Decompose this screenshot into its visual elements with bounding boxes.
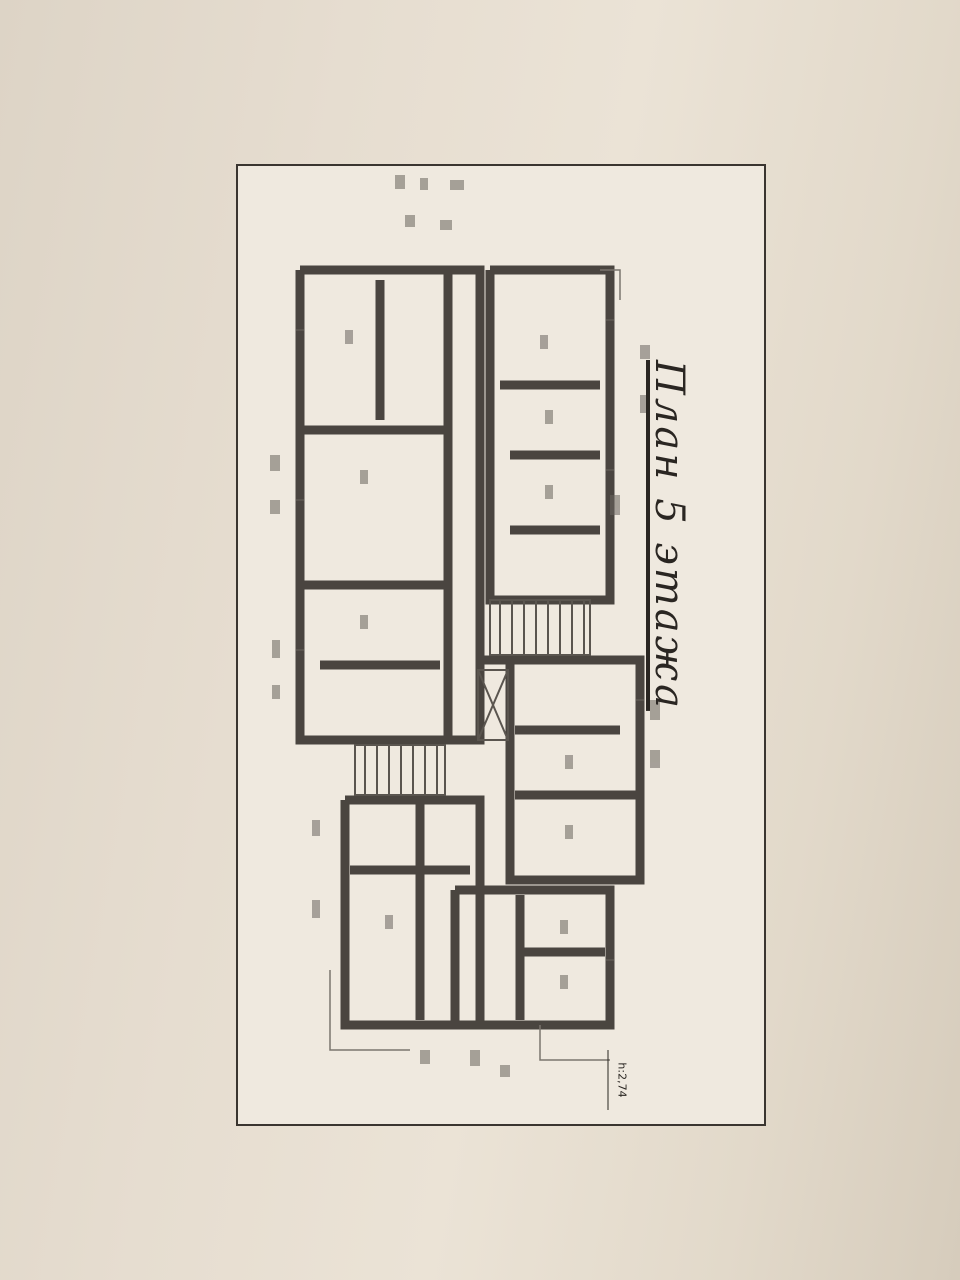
right-upper-wall (485, 265, 615, 605)
plan-title: План 5 этажа (646, 360, 692, 711)
left-lower-wall (340, 795, 485, 1030)
right-lower-wall (450, 885, 615, 1030)
stairwell-upper (489, 599, 591, 656)
right-middle-wall (480, 655, 645, 885)
elevator-shaft (477, 669, 509, 741)
ceiling-height-note: h:2,74 (607, 1050, 629, 1110)
